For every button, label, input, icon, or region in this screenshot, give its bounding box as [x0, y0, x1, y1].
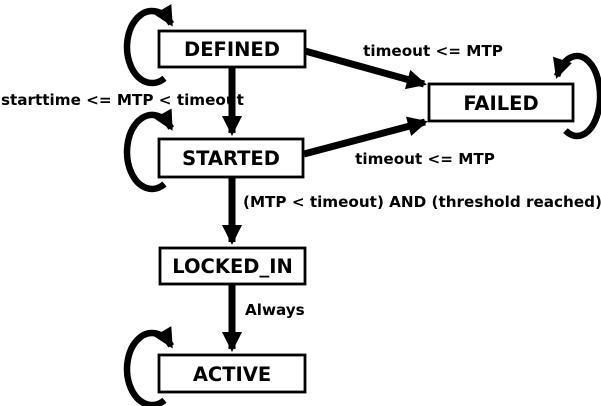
self-loop-defined [123, 4, 175, 87]
state-failed-label: FAILED [463, 92, 538, 115]
edge-label-started-to-failed: timeout <= MTP [355, 150, 495, 168]
edge-started-to-failed [303, 116, 428, 158]
edge-label-started-to-locked-in: (MTP < timeout) AND (threshold reached) [243, 193, 601, 211]
state-active: ACTIVE [157, 353, 307, 394]
state-locked-in: LOCKED_IN [158, 246, 307, 286]
self-loop-failed [552, 52, 601, 140]
state-active-label: ACTIVE [193, 363, 271, 386]
state-failed: FAILED [427, 82, 575, 123]
state-started-box [157, 137, 305, 179]
self-loop-started [123, 108, 175, 193]
state-failed-box [427, 82, 575, 123]
state-defined-box [157, 29, 307, 69]
state-locked-in-box [158, 246, 307, 286]
self-loop-active [123, 326, 175, 406]
state-active-box [157, 353, 307, 394]
edge-label-defined-to-started: starttime <= MTP < timeout [1, 91, 244, 109]
edge-defined-to-failed [304, 47, 427, 90]
edge-label-locked-in-to-active: Always [245, 301, 305, 319]
state-started: STARTED [157, 137, 305, 179]
state-locked-in-label: LOCKED_IN [172, 255, 293, 278]
state-defined: DEFINED [157, 29, 307, 69]
edge-label-defined-to-failed: timeout <= MTP [363, 42, 503, 60]
state-started-label: STARTED [182, 147, 280, 170]
state-defined-label: DEFINED [184, 38, 280, 61]
